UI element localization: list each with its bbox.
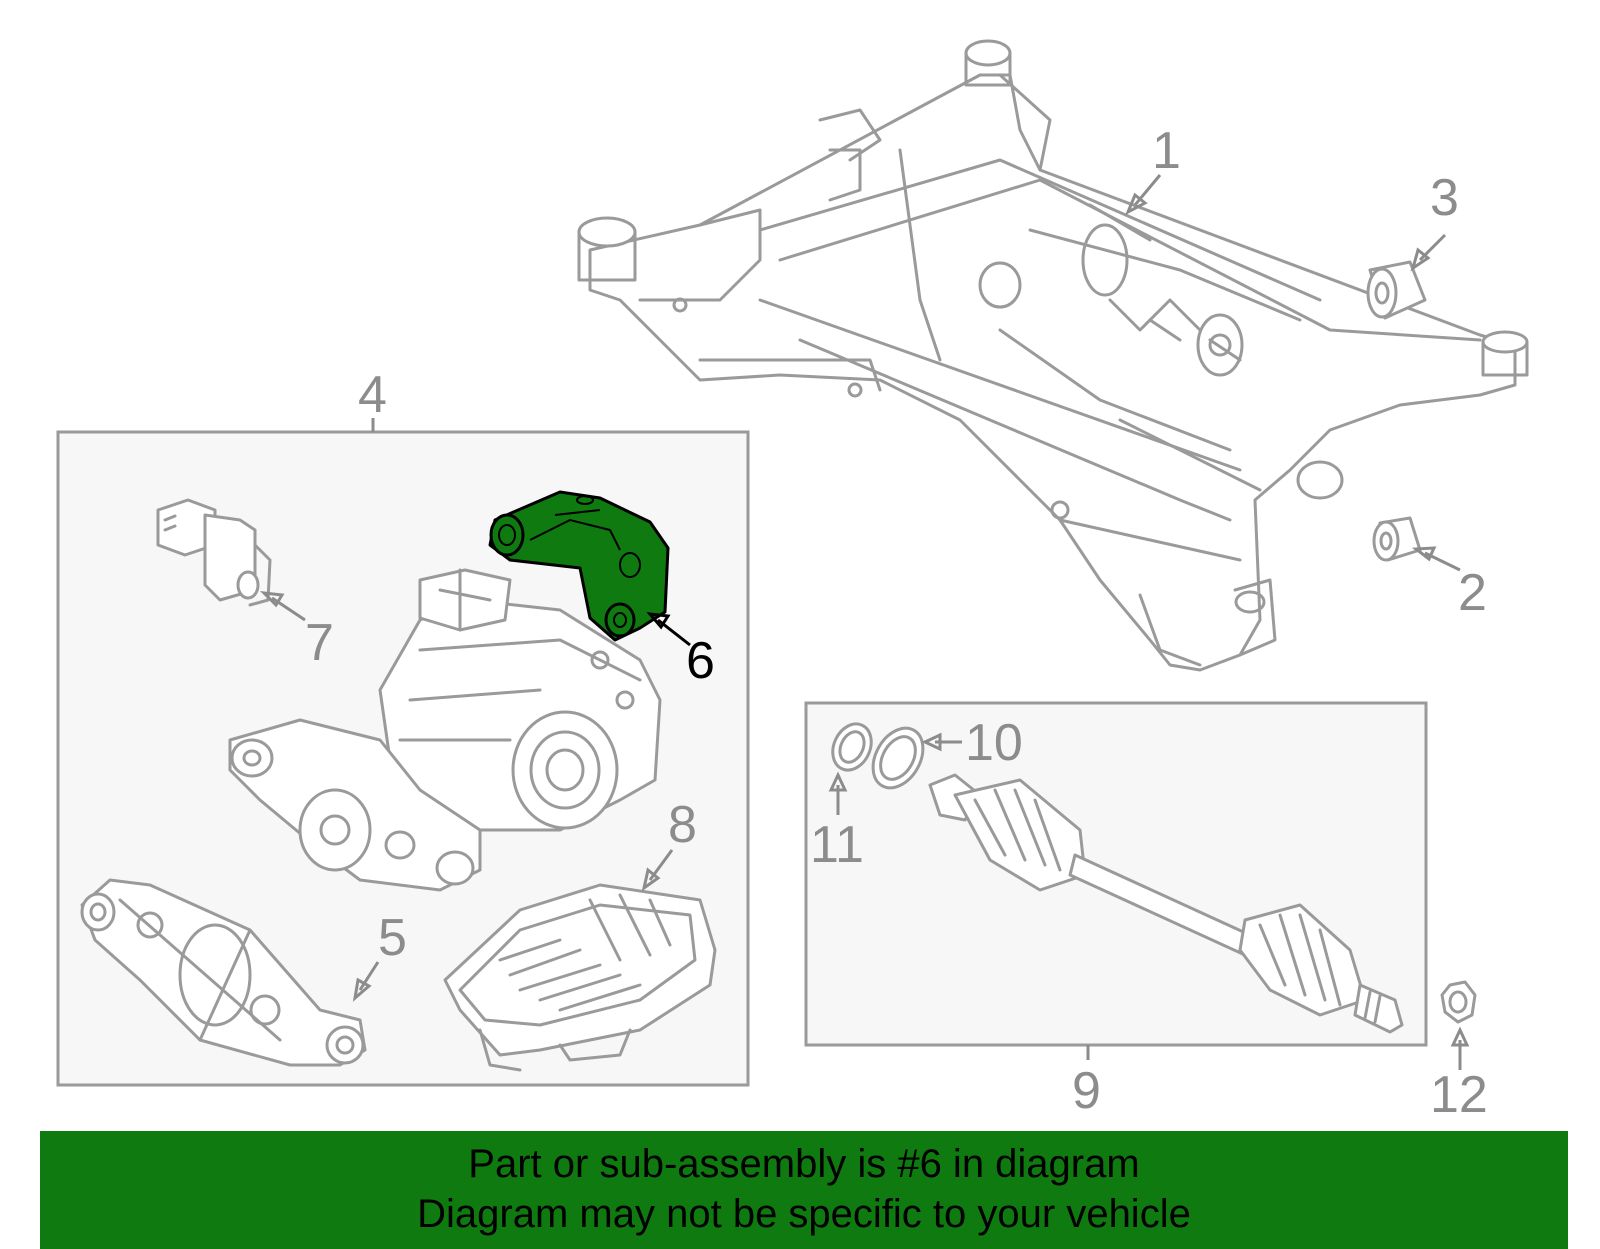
cover-part-8[interactable]: [443, 883, 717, 1072]
bushing-part-2[interactable]: [1372, 516, 1422, 562]
callout-4: 4: [358, 366, 387, 424]
leader-7-arrow: [259, 591, 285, 608]
callout-1: 1: [1152, 122, 1181, 180]
leader-10-arrow: [921, 732, 942, 752]
callout-9: 9: [1072, 1062, 1101, 1120]
callout-11: 11: [810, 816, 864, 874]
subframe-part-1[interactable]: [577, 39, 1529, 672]
seal-ring-part-10[interactable]: [863, 719, 933, 796]
leader-6-arrow: [646, 612, 671, 630]
actuator-part-7[interactable]: [156, 498, 272, 607]
seal-ring-part-11[interactable]: [826, 718, 879, 777]
callout-8: 8: [668, 796, 697, 854]
nut-part-12[interactable]: [1440, 980, 1477, 1024]
bushing-part-3[interactable]: [1366, 260, 1427, 320]
callout-5: 5: [378, 909, 407, 967]
leader-8-arrow: [641, 867, 661, 892]
banner-line-1: Part or sub-assembly is #6 in diagram: [468, 1142, 1140, 1186]
callout-6: 6: [686, 632, 715, 690]
info-banner: Part or sub-assembly is #6 in diagram Di…: [40, 1131, 1568, 1249]
callout-2: 2: [1458, 564, 1487, 622]
leader-11-arrow: [828, 771, 848, 792]
axle-shaft-part-9[interactable]: [928, 773, 1404, 1034]
callout-7: 7: [305, 614, 334, 672]
callout-10: 10: [965, 714, 1023, 772]
callout-3: 3: [1430, 169, 1459, 227]
leader-2-arrow: [1411, 546, 1437, 562]
leader-12-arrow: [1450, 1026, 1470, 1047]
leader-5-arrow: [352, 977, 372, 1002]
differential-housing[interactable]: [228, 568, 662, 892]
callout-12: 12: [1430, 1066, 1488, 1124]
leader-1-arrow: [1125, 192, 1148, 216]
crossmember-part-5[interactable]: [80, 878, 367, 1067]
mount-bracket-part-6[interactable]: [488, 490, 670, 642]
banner-line-2: Diagram may not be specific to your vehi…: [417, 1192, 1191, 1236]
leader-5: [358, 961, 380, 991]
leader-3-arrow: [1410, 247, 1431, 272]
